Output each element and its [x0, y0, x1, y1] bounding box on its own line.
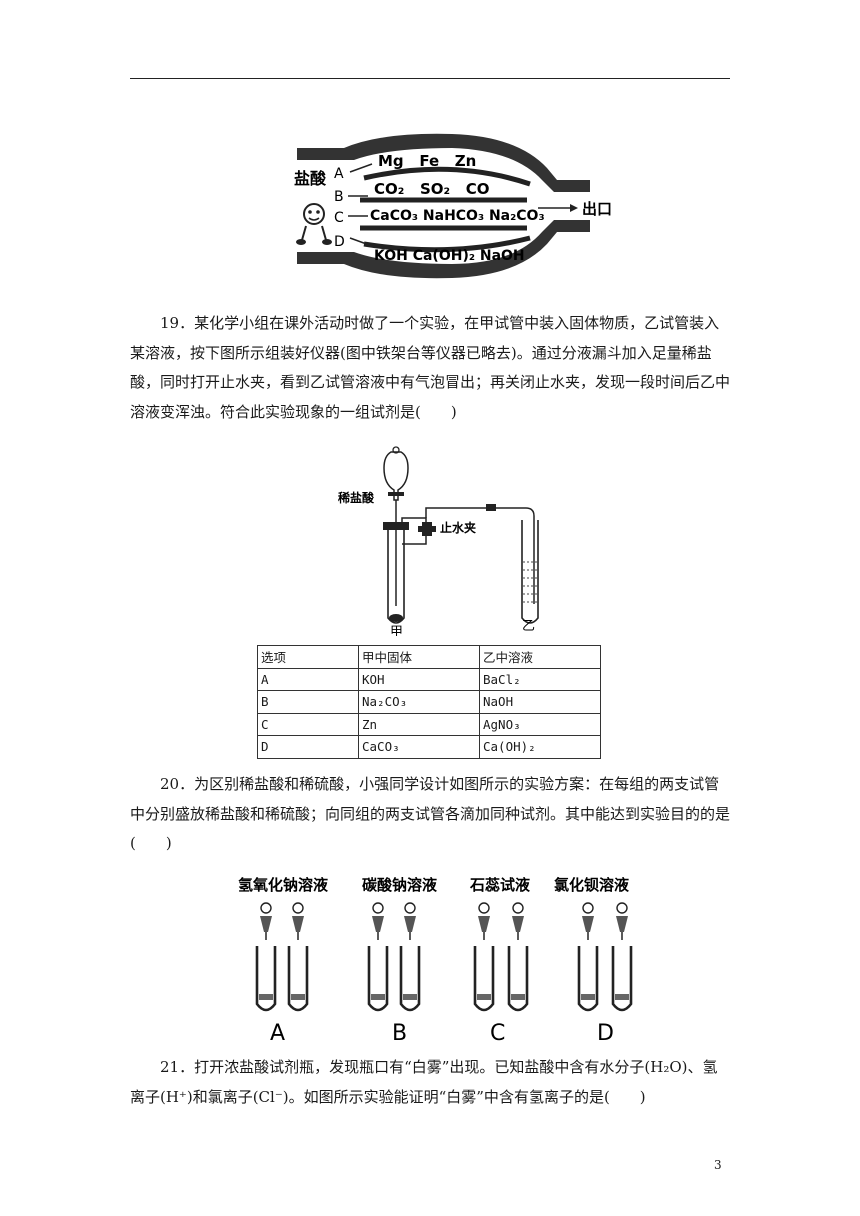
table-header-cell: 选项: [257, 645, 359, 669]
table-cell: A: [257, 667, 359, 691]
dropper-bulb-icon: [512, 902, 524, 914]
table-cell: Na₂CO₃: [358, 690, 480, 714]
table-header-cell: 乙中溶液: [479, 645, 601, 669]
dropper-icon: [616, 916, 628, 932]
test-tube-icon: [255, 946, 277, 1012]
tube-liquid-icon: [259, 994, 273, 1000]
tube-liquid-icon: [403, 994, 417, 1000]
group-b-letter: B: [392, 1021, 407, 1046]
maze-row-c-items: CaCO₃ NaHCO₃ Na₂CO₃: [370, 208, 545, 224]
apparatus-clamp-label: 止水夹: [440, 520, 476, 535]
group-d-reagent: 氯化钡溶液: [554, 876, 630, 894]
tube-liquid-icon: [581, 994, 595, 1000]
table-header-cell: 甲中固体: [358, 645, 480, 669]
apparatus-figure: 稀盐酸 止水夹 甲 乙: [338, 446, 539, 636]
question-20-text: 20．为区别稀盐酸和稀硫酸，小强同学设计如图所示的实验方案：在每组的两支试管中分…: [130, 775, 731, 852]
test-tube-icon: [611, 946, 633, 1012]
tube-liquid-icon: [477, 994, 491, 1000]
question-19-text: 19．某化学小组在课外活动时做了一个实验，在甲试管中装入固体物质，乙试管装入某溶…: [130, 314, 731, 421]
test-tube-icon: [399, 946, 421, 1012]
maze-row-c-letter: C: [334, 210, 344, 226]
group-b-reagent: 碳酸钠溶液: [362, 876, 438, 894]
dropper-icon: [404, 916, 416, 932]
acid-maze-figure: 盐酸 A B C D Mg Fe Zn CO₂ SO₂ CO CaCO₃ NaH…: [294, 133, 612, 279]
table-row: D CaCO₃ Ca(OH)₂: [257, 735, 601, 759]
table-cell: D: [257, 735, 359, 759]
maze-row-b-items: CO₂ SO₂ CO: [374, 180, 490, 198]
table-row: A KOH BaCl₂: [257, 667, 601, 691]
dropper-bulb-icon: [260, 902, 272, 914]
question-21-text: 21．打开浓盐酸试剂瓶，发现瓶口有“白雾”出现。已知盐酸中含有水分子(H₂O)、…: [130, 1058, 718, 1106]
maze-exit-label: 出口: [582, 200, 612, 218]
dropper-icon: [292, 916, 304, 932]
table-cell: B: [257, 690, 359, 714]
page-number: 3: [714, 1158, 722, 1172]
group-a-reagent: 氢氧化钠溶液: [238, 876, 329, 894]
dropper-icon: [582, 916, 594, 932]
test-tube-icon: [473, 946, 495, 1012]
maze-row-d-items: KOH Ca(OH)₂ NaOH: [374, 248, 525, 264]
group-d-letter: D: [597, 1021, 614, 1046]
dropper-icon: [478, 916, 490, 932]
apparatus-tube-jia-label: 甲: [390, 625, 403, 636]
dropper-icon: [260, 916, 272, 932]
group-a-letter: A: [270, 1021, 285, 1046]
table-cell: Zn: [358, 712, 480, 736]
maze-acid-label: 盐酸: [294, 169, 327, 188]
header-rule: [130, 78, 730, 79]
group-c-reagent: 石蕊试液: [469, 876, 531, 894]
dropper-icon: [512, 916, 524, 932]
tube-liquid-icon: [615, 994, 629, 1000]
maze-row-d-letter: D: [334, 234, 345, 250]
test-tube-icon: [507, 946, 529, 1012]
table-row: C Zn AgNO₃: [257, 712, 601, 736]
dropper-bulb-icon: [292, 902, 304, 914]
table-row: B Na₂CO₃ NaOH: [257, 690, 601, 714]
apparatus-acid-label: 稀盐酸: [338, 490, 375, 505]
dropper-bulb-icon: [582, 902, 594, 914]
table-cell: C: [257, 712, 359, 736]
table-cell: AgNO₃: [479, 712, 601, 736]
test-tube-groups-figure: 氢氧化钠溶液 碳酸钠溶液 石蕊试液 氯化钡溶液 A B C D: [238, 876, 633, 1046]
dropper-bulb-icon: [616, 902, 628, 914]
test-tube-icon: [577, 946, 599, 1012]
apparatus-tube-yi-label: 乙: [522, 619, 535, 634]
table-cell: BaCl₂: [479, 667, 601, 691]
dropper-bulb-icon: [478, 902, 490, 914]
maze-row-a-items: Mg Fe Zn: [378, 152, 476, 170]
test-tube-icon: [367, 946, 389, 1012]
dropper-bulb-icon: [372, 902, 384, 914]
table-cell: CaCO₃: [358, 735, 480, 759]
tube-liquid-icon: [291, 994, 305, 1000]
table-cell: KOH: [358, 667, 480, 691]
tube-liquid-icon: [371, 994, 385, 1000]
table-cell: NaOH: [479, 690, 601, 714]
maze-row-b-letter: B: [334, 189, 344, 205]
dropper-bulb-icon: [404, 902, 416, 914]
group-c-letter: C: [490, 1021, 505, 1046]
table-header-row: 选项 甲中固体 乙中溶液: [257, 645, 601, 669]
test-tube-icon: [287, 946, 309, 1012]
table-cell: Ca(OH)₂: [479, 735, 601, 759]
dropper-icon: [372, 916, 384, 932]
q19-options-table: 选项 甲中固体 乙中溶液 A KOH BaCl₂ B Na₂CO₃ NaOH C…: [257, 645, 601, 759]
tube-liquid-icon: [511, 994, 525, 1000]
maze-row-a-letter: A: [334, 166, 344, 182]
